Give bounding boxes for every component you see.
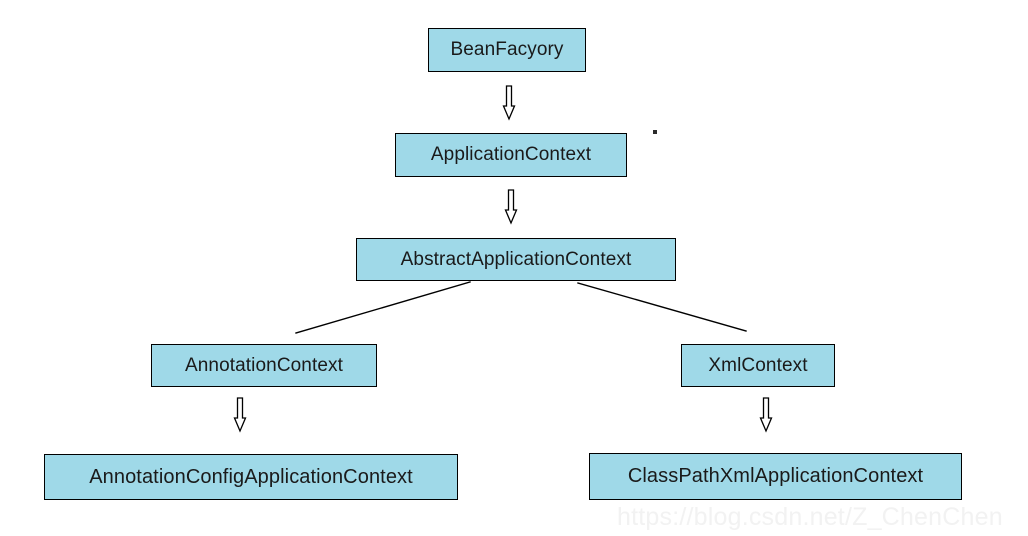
csdn-watermark: https://blog.csdn.net/Z_ChenChen: [617, 503, 1003, 531]
node-abstract-application-context-label: AbstractApplicationContext: [400, 248, 632, 270]
hollow-down-arrow-icon: [503, 189, 519, 225]
node-annotation-context-label: AnnotationContext: [184, 354, 344, 376]
node-xml-context[interactable]: XmlContext: [681, 344, 835, 387]
node-classpath-xml-application-context[interactable]: ClassPathXmlApplicationContext: [589, 453, 962, 500]
edge-abstract-to-annotation-context: [295, 281, 471, 334]
node-bean-factory[interactable]: BeanFacyory: [428, 28, 586, 72]
node-classpath-xml-application-context-label: ClassPathXmlApplicationContext: [627, 465, 924, 487]
speck-artifact: [653, 130, 657, 134]
node-annotation-config-application-context[interactable]: AnnotationConfigApplicationContext: [44, 454, 458, 500]
edge-abstract-to-xml-context: [577, 282, 747, 332]
hollow-down-arrow-icon: [232, 397, 248, 433]
node-application-context-label: ApplicationContext: [430, 144, 592, 165]
node-annotation-config-application-context-label: AnnotationConfigApplicationContext: [89, 465, 413, 488]
hollow-down-arrow-icon: [501, 85, 517, 121]
hollow-down-arrow-icon: [758, 397, 774, 433]
node-bean-factory-label: BeanFacyory: [450, 39, 564, 60]
node-annotation-context[interactable]: AnnotationContext: [151, 344, 377, 387]
node-xml-context-label: XmlContext: [708, 354, 808, 376]
node-abstract-application-context[interactable]: AbstractApplicationContext: [356, 238, 676, 281]
node-application-context[interactable]: ApplicationContext: [395, 133, 627, 177]
